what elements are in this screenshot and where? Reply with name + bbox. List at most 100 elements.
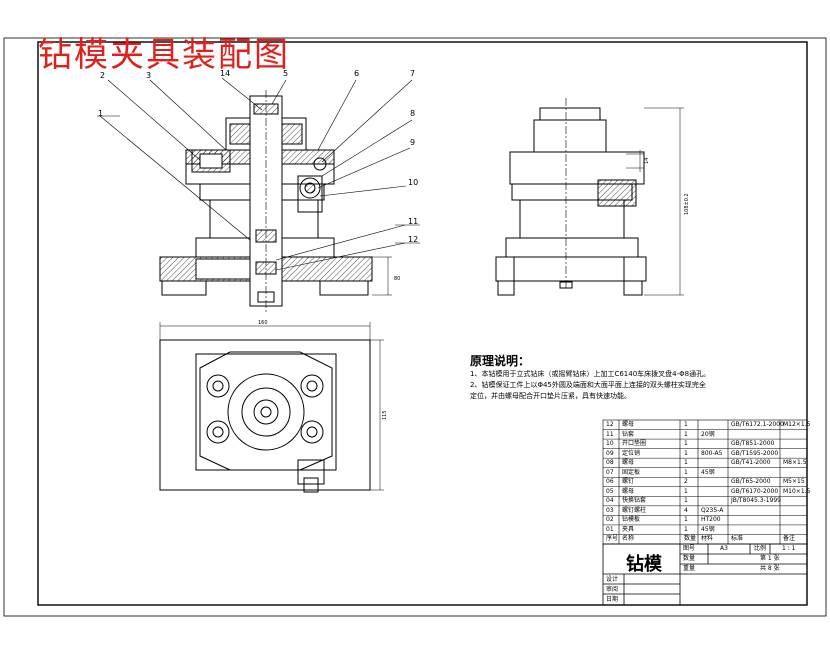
callout-9: 9: [410, 138, 415, 147]
parts-cell-std: GB/T851-2000: [731, 440, 775, 448]
inner-frame: [37, 41, 808, 606]
title-block-scale: 1 : 1: [782, 545, 796, 552]
parts-cell-note: M5×15: [783, 478, 805, 486]
parts-cell-name: 固定板: [622, 468, 641, 476]
parts-cell-qty: 1: [684, 421, 688, 428]
parts-cell-mat: 45钢: [701, 525, 715, 533]
parts-cell-name: 定位销: [622, 449, 641, 457]
parts-cell-name: 螺钉: [622, 478, 635, 486]
callout-8: 8: [410, 109, 415, 118]
dim-side-tab: 14: [644, 158, 650, 164]
parts-cell-no: 05: [606, 487, 614, 495]
parts-cell-name: 钻套: [622, 430, 635, 438]
parts-cell-name: 螺母: [622, 487, 635, 495]
title-block-total: 共 8 张: [760, 565, 780, 572]
parts-cell-qty: 1: [684, 440, 688, 448]
parts-cell-name: 钻模板: [622, 516, 641, 524]
parts-cell-qty: 1: [684, 468, 688, 476]
callout-3: 3: [146, 71, 151, 80]
side-view: [495, 98, 647, 296]
parts-cell-qty: 1: [684, 487, 688, 495]
parts-cell-qty: 1: [684, 459, 688, 467]
parts-cell-no: 09: [606, 449, 614, 457]
parts-cell-mat: 20钢: [701, 430, 715, 438]
parts-header-mat: 材料: [701, 535, 714, 543]
dim-side-height: 108±0.2: [684, 193, 690, 215]
parts-cell-no: 06: [606, 478, 614, 486]
notes-heading: 原理说明：: [470, 354, 531, 368]
callout-14: 14: [220, 69, 230, 78]
parts-cell-no: 11: [606, 430, 614, 438]
callout-6: 6: [354, 69, 359, 78]
notes-line-3: 定位，并由螺母配合开口垫片压紧，具有快速功能。: [470, 392, 631, 400]
notes-line-1: 1、本钻模用于立式钻床（或摇臂钻床）上加工C6140车床拨叉盘4-Φ8通孔。: [470, 370, 711, 378]
parts-cell-qty: 1: [684, 497, 688, 505]
parts-cell-no: 08: [606, 459, 614, 467]
parts-cell-qty: 1: [684, 525, 688, 533]
parts-header-qty: 数量: [684, 535, 697, 543]
parts-cell-no: 10: [606, 440, 614, 448]
callout-12: 12: [408, 235, 418, 244]
callout-10: 10: [408, 178, 418, 187]
parts-cell-note: M10×1.5: [783, 487, 811, 495]
parts-cell-name: 螺母: [622, 421, 635, 428]
parts-cell-no: 03: [606, 506, 614, 514]
parts-cell-name: 螺母: [622, 459, 635, 467]
parts-cell-std: GB/T41-2000: [731, 459, 771, 467]
parts-header-std: 标准: [731, 535, 744, 543]
parts-cell-qty: 4: [684, 506, 688, 514]
front-height-dimension: [372, 256, 392, 296]
parts-cell-name: 快换钻套: [622, 497, 647, 505]
callout-7: 7: [410, 69, 415, 78]
parts-cell-mat: 800-A5: [701, 449, 723, 457]
parts-cell-qty: 1: [684, 449, 688, 457]
plan-dimensions: [159, 322, 384, 491]
callout-leaders: [97, 77, 420, 271]
parts-cell-name: 螺钉螺柱: [622, 506, 647, 514]
title-block-name: 钻模: [626, 554, 662, 575]
title-block-qty-label: 数量: [683, 555, 696, 562]
parts-cell-no: 04: [606, 497, 614, 505]
title-block-designer: 设计: [606, 576, 619, 583]
parts-cell-no: 12: [606, 421, 614, 428]
parts-cell-std: JB/T8045.3-1999: [731, 497, 782, 505]
dim-front-height: 80: [394, 276, 400, 282]
drawing-title: 钻模夹具装配图: [38, 35, 290, 75]
parts-cell-std: GB/T1595-2000: [731, 449, 779, 457]
title-block-checker: 审阅: [606, 586, 619, 593]
title-block-drawing-no-label: 图号: [683, 545, 696, 552]
title-block-drawing-no: A3: [720, 545, 728, 552]
parts-cell-no: 01: [606, 525, 614, 533]
parts-cell-std: GB/T65-2000: [731, 478, 771, 486]
callout-1: 1: [98, 109, 103, 118]
notes-line-2: 2、钻模保证工件上以Φ45外圆及端面和大面平面上连接的双头螺柱实现完全: [470, 381, 706, 389]
parts-cell-mat: 45钢: [701, 468, 715, 476]
parts-cell-qty: 1: [684, 516, 688, 524]
title-block-weight-label: 重量: [683, 565, 696, 572]
parts-table-rows: [603, 429, 807, 535]
callout-2: 2: [100, 71, 105, 80]
parts-cell-mat: Q235-A: [701, 506, 724, 514]
callout-5: 5: [283, 69, 288, 78]
parts-cell-note: M8×1.5: [783, 459, 807, 467]
outer-border: [3, 37, 827, 617]
parts-cell-mat: HT200: [701, 516, 721, 524]
parts-cell-note: M12×1.5: [783, 421, 811, 428]
front-view: [159, 90, 373, 312]
dim-plan-height: 115: [382, 410, 388, 420]
title-block-scale-label: 比例: [754, 545, 767, 552]
plan-view: [159, 339, 371, 493]
parts-cell-std: GB/T6170-2000: [731, 487, 779, 495]
title-block: [602, 543, 808, 606]
title-block-date: 日期: [606, 596, 619, 603]
parts-cell-no: 02: [606, 516, 614, 524]
title-block-sheet: 第 1 张: [760, 555, 780, 562]
parts-cell-no: 07: [606, 468, 614, 476]
side-dimensions: [626, 107, 684, 296]
parts-cell-name: 开口垫圈: [622, 440, 647, 448]
callout-11: 11: [408, 217, 418, 226]
parts-header-no: 序号: [606, 535, 619, 543]
dim-plan-width: 160: [258, 320, 268, 326]
callout-labels: 1 2 3 14 5 6 7 8 9 10 11 12: [98, 69, 418, 244]
